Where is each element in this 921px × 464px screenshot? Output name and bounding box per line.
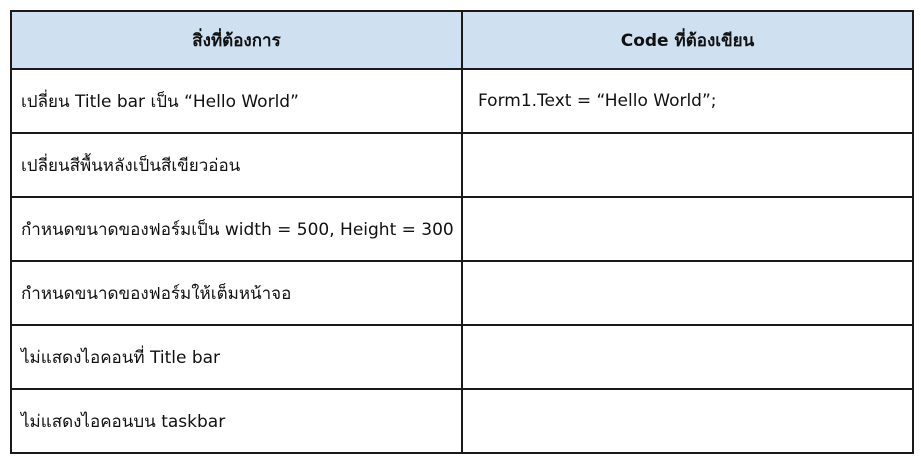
- table-row: กำหนดขนาดของฟอร์มเป็น width = 500, Heigh…: [10, 196, 914, 262]
- header-task: สิ่งที่ต้องการ: [10, 10, 463, 70]
- table-row: ไม่แสดงไอคอนบน taskbar: [10, 388, 914, 454]
- header-row: สิ่งที่ต้องการ Code ที่ต้องเขียน: [10, 10, 914, 70]
- table-row: กำหนดขนาดของฟอร์มให้เต็มหน้าจอ: [10, 260, 914, 326]
- task-cell: กำหนดขนาดของฟอร์มเป็น width = 500, Heigh…: [10, 196, 463, 262]
- table-row: เปลี่ยนสีพื้นหลังเป็นสีเขียวอ่อน: [10, 132, 914, 198]
- code-cell[interactable]: [461, 388, 914, 454]
- code-cell[interactable]: [461, 324, 914, 390]
- table-row: ไม่แสดงไอคอนที่ Title bar: [10, 324, 914, 390]
- table-row: เปลี่ยน Title bar เป็น “Hello World” For…: [10, 68, 914, 134]
- task-cell: ไม่แสดงไอคอนบน taskbar: [10, 388, 463, 454]
- code-cell[interactable]: Form1.Text = “Hello World”;: [461, 68, 914, 134]
- code-cell[interactable]: [461, 132, 914, 198]
- code-cell[interactable]: [461, 260, 914, 326]
- task-cell: เปลี่ยนสีพื้นหลังเป็นสีเขียวอ่อน: [10, 132, 463, 198]
- task-cell: ไม่แสดงไอคอนที่ Title bar: [10, 324, 463, 390]
- task-cell: เปลี่ยน Title bar เป็น “Hello World”: [10, 68, 463, 134]
- code-cell[interactable]: [461, 196, 914, 262]
- task-cell: กำหนดขนาดของฟอร์มให้เต็มหน้าจอ: [10, 260, 463, 326]
- task-code-table: สิ่งที่ต้องการ Code ที่ต้องเขียน เปลี่ยน…: [10, 10, 914, 454]
- header-code: Code ที่ต้องเขียน: [461, 10, 914, 70]
